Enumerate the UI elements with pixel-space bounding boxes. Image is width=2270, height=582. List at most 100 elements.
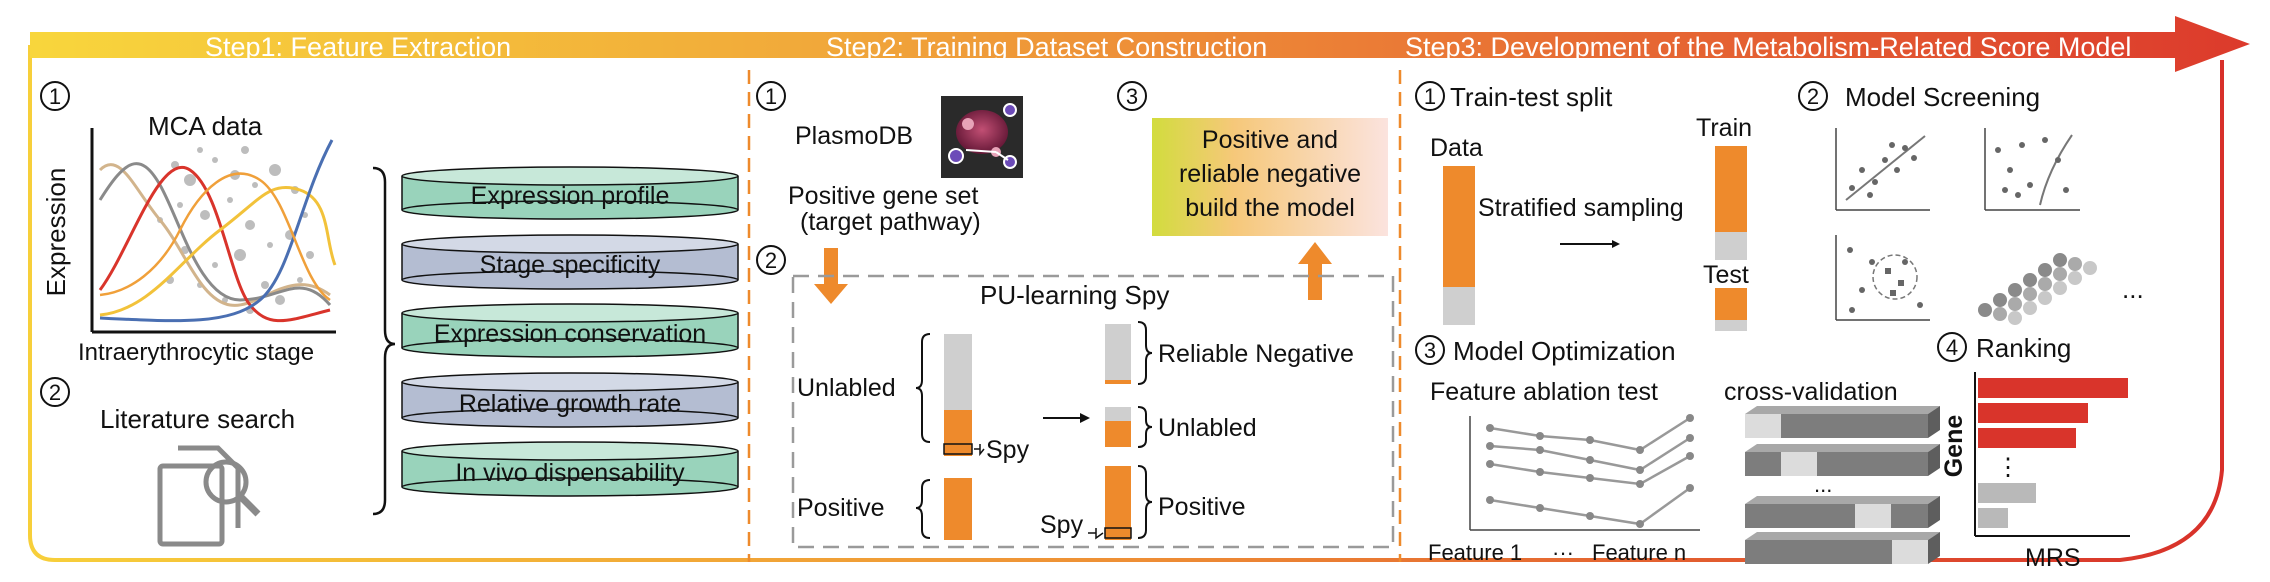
spy-left-box	[943, 443, 973, 455]
literature-search-label: Literature search	[100, 404, 295, 434]
screening-ellipsis: ...	[2122, 274, 2144, 304]
ranking-dots: ⋮	[1996, 454, 2020, 481]
mca-x-label: Intraerythrocytic stage	[78, 339, 314, 366]
step2-number-1-badge	[756, 81, 786, 111]
positive-left-bracket	[915, 479, 931, 539]
mca-title: MCA data	[148, 111, 263, 141]
train-bar-orange	[1715, 146, 1747, 232]
screening-cluster-plot	[1835, 235, 1930, 321]
curve-grey	[98, 162, 332, 306]
step2-number-3-badge	[1117, 81, 1147, 111]
screening-linear-plot	[1835, 128, 1930, 211]
feature-n-label: Feature n	[1592, 540, 1686, 565]
spy-right-label: Spy	[1040, 511, 1084, 539]
step2-number-2-badge	[756, 245, 786, 275]
reliable-negative-bar	[1105, 324, 1131, 382]
build-line-2: reliable negative	[1179, 160, 1361, 188]
step2-number-2: 2	[765, 248, 777, 273]
stratified-sampling-label: Stratified sampling	[1478, 194, 1684, 222]
step3-number-3-badge	[1415, 335, 1445, 365]
step2-panel: 1 PlasmoDB Positive gene set (target pat…	[756, 81, 1395, 549]
pu-learning-box	[791, 274, 1395, 549]
screening-curve-plot	[1984, 128, 2080, 211]
step1-header: Step1: Feature Extraction	[205, 32, 511, 62]
mca-y-label: Expression	[41, 168, 71, 297]
positive-gene-set-label: Positive gene set	[788, 182, 978, 210]
features-bracket	[372, 166, 396, 516]
ranking-bar-1	[1978, 378, 2128, 398]
curve-orange	[99, 172, 331, 302]
step2-header: Step2: Training Dataset Construction	[826, 32, 1267, 62]
feature-drum-stage-specificity: Stage specificity	[401, 234, 739, 290]
arrow-right-icon	[1080, 413, 1090, 423]
plasmodb-logo-icon	[941, 96, 1023, 178]
reliable-negative-sliver	[1105, 380, 1131, 384]
mrs-axis-label: MRS	[2025, 544, 2081, 572]
step1-number-2-badge	[40, 377, 70, 407]
cv-row-2	[1745, 444, 1940, 476]
step1-number-1: 1	[49, 84, 61, 109]
feature-drum-in-vivo-dispensability: In vivo dispensability	[401, 441, 739, 497]
data-label: Data	[1430, 134, 1483, 162]
unlabled-right-orange	[1105, 421, 1131, 447]
step1-panel: 1 MCA data Expression Intraerythrocytic …	[40, 81, 739, 547]
curve-tan	[98, 163, 331, 307]
step3-header: Step3: Development of the Metabolism-Rel…	[1405, 32, 2131, 62]
train-label: Train	[1696, 114, 1752, 142]
unlabled-right-grey	[1105, 407, 1131, 421]
cv-row-4	[1745, 532, 1940, 564]
test-label: Test	[1703, 261, 1749, 289]
gene-axis-label: Gene	[1940, 415, 1968, 478]
unlabled-right-label: Unlabled	[1158, 414, 1257, 442]
step2-number-3: 3	[1126, 84, 1138, 109]
reliable-negative-bracket	[1137, 321, 1153, 385]
build-line-1: Positive and	[1202, 126, 1338, 154]
feature-drum-expression-conservation: Expression conservation	[401, 303, 739, 358]
cv-title: cross-validation	[1724, 378, 1898, 406]
ablation-title: Feature ablation test	[1430, 378, 1658, 406]
feature-label-4: In vivo dispensability	[455, 459, 685, 487]
reliable-negative-label: Reliable Negative	[1158, 340, 1354, 368]
feature-label-3: Relative growth rate	[459, 390, 681, 418]
feature-label-1: Stage specificity	[480, 251, 661, 279]
feature-drum-relative-growth-rate: Relative growth rate	[401, 372, 739, 428]
step2-number-1: 1	[765, 84, 777, 109]
outer-frame	[28, 45, 2224, 562]
positive-left-label: Positive	[797, 494, 885, 522]
feature-1-label: Feature 1	[1428, 540, 1522, 565]
cv-row-3	[1745, 496, 1940, 528]
plasmodb-label: PlasmoDB	[795, 122, 913, 150]
spy-left-connector	[974, 444, 985, 457]
curve-blue	[99, 139, 334, 323]
unlabled-left-bracket	[915, 333, 931, 443]
test-bar-orange	[1715, 288, 1747, 320]
unlabled-left-grey	[944, 334, 972, 410]
feature-dots: ···	[1552, 540, 1574, 565]
cv-dots: ...	[1814, 472, 1832, 497]
ranking-bar-3	[1978, 428, 2076, 448]
ablation-plot	[1469, 414, 1700, 531]
step1-number-1-badge	[40, 81, 70, 111]
positive-right-bracket	[1137, 465, 1153, 539]
feature-label-2: Expression conservation	[434, 320, 706, 348]
unlabled-left-label: Unlabled	[797, 374, 896, 402]
step1-number-2: 2	[49, 380, 61, 405]
ranking-bar-5	[1978, 508, 2008, 528]
target-pathway-label: (target pathway)	[800, 208, 981, 236]
step3-number-2-badge	[1798, 81, 1828, 111]
literature-search-icon	[157, 445, 261, 547]
ranking-bar-4	[1978, 483, 2036, 503]
train-bar-grey	[1715, 232, 1747, 260]
data-bar-orange	[1443, 166, 1475, 287]
curve-red	[98, 165, 331, 323]
spy-right-box	[1104, 527, 1132, 539]
ranking-bar-2	[1978, 403, 2088, 423]
spy-right-connector	[1088, 528, 1104, 540]
step3-number-4-badge	[1937, 332, 1967, 362]
step3-number-1-badge	[1415, 81, 1445, 111]
split-arrow-head	[1612, 240, 1620, 248]
spy-left-label: Spy	[986, 436, 1030, 464]
pu-learning-title: PU-learning Spy	[980, 280, 1169, 310]
arrow-up-icon	[1298, 242, 1332, 300]
step3-number-2: 2	[1807, 84, 1819, 109]
